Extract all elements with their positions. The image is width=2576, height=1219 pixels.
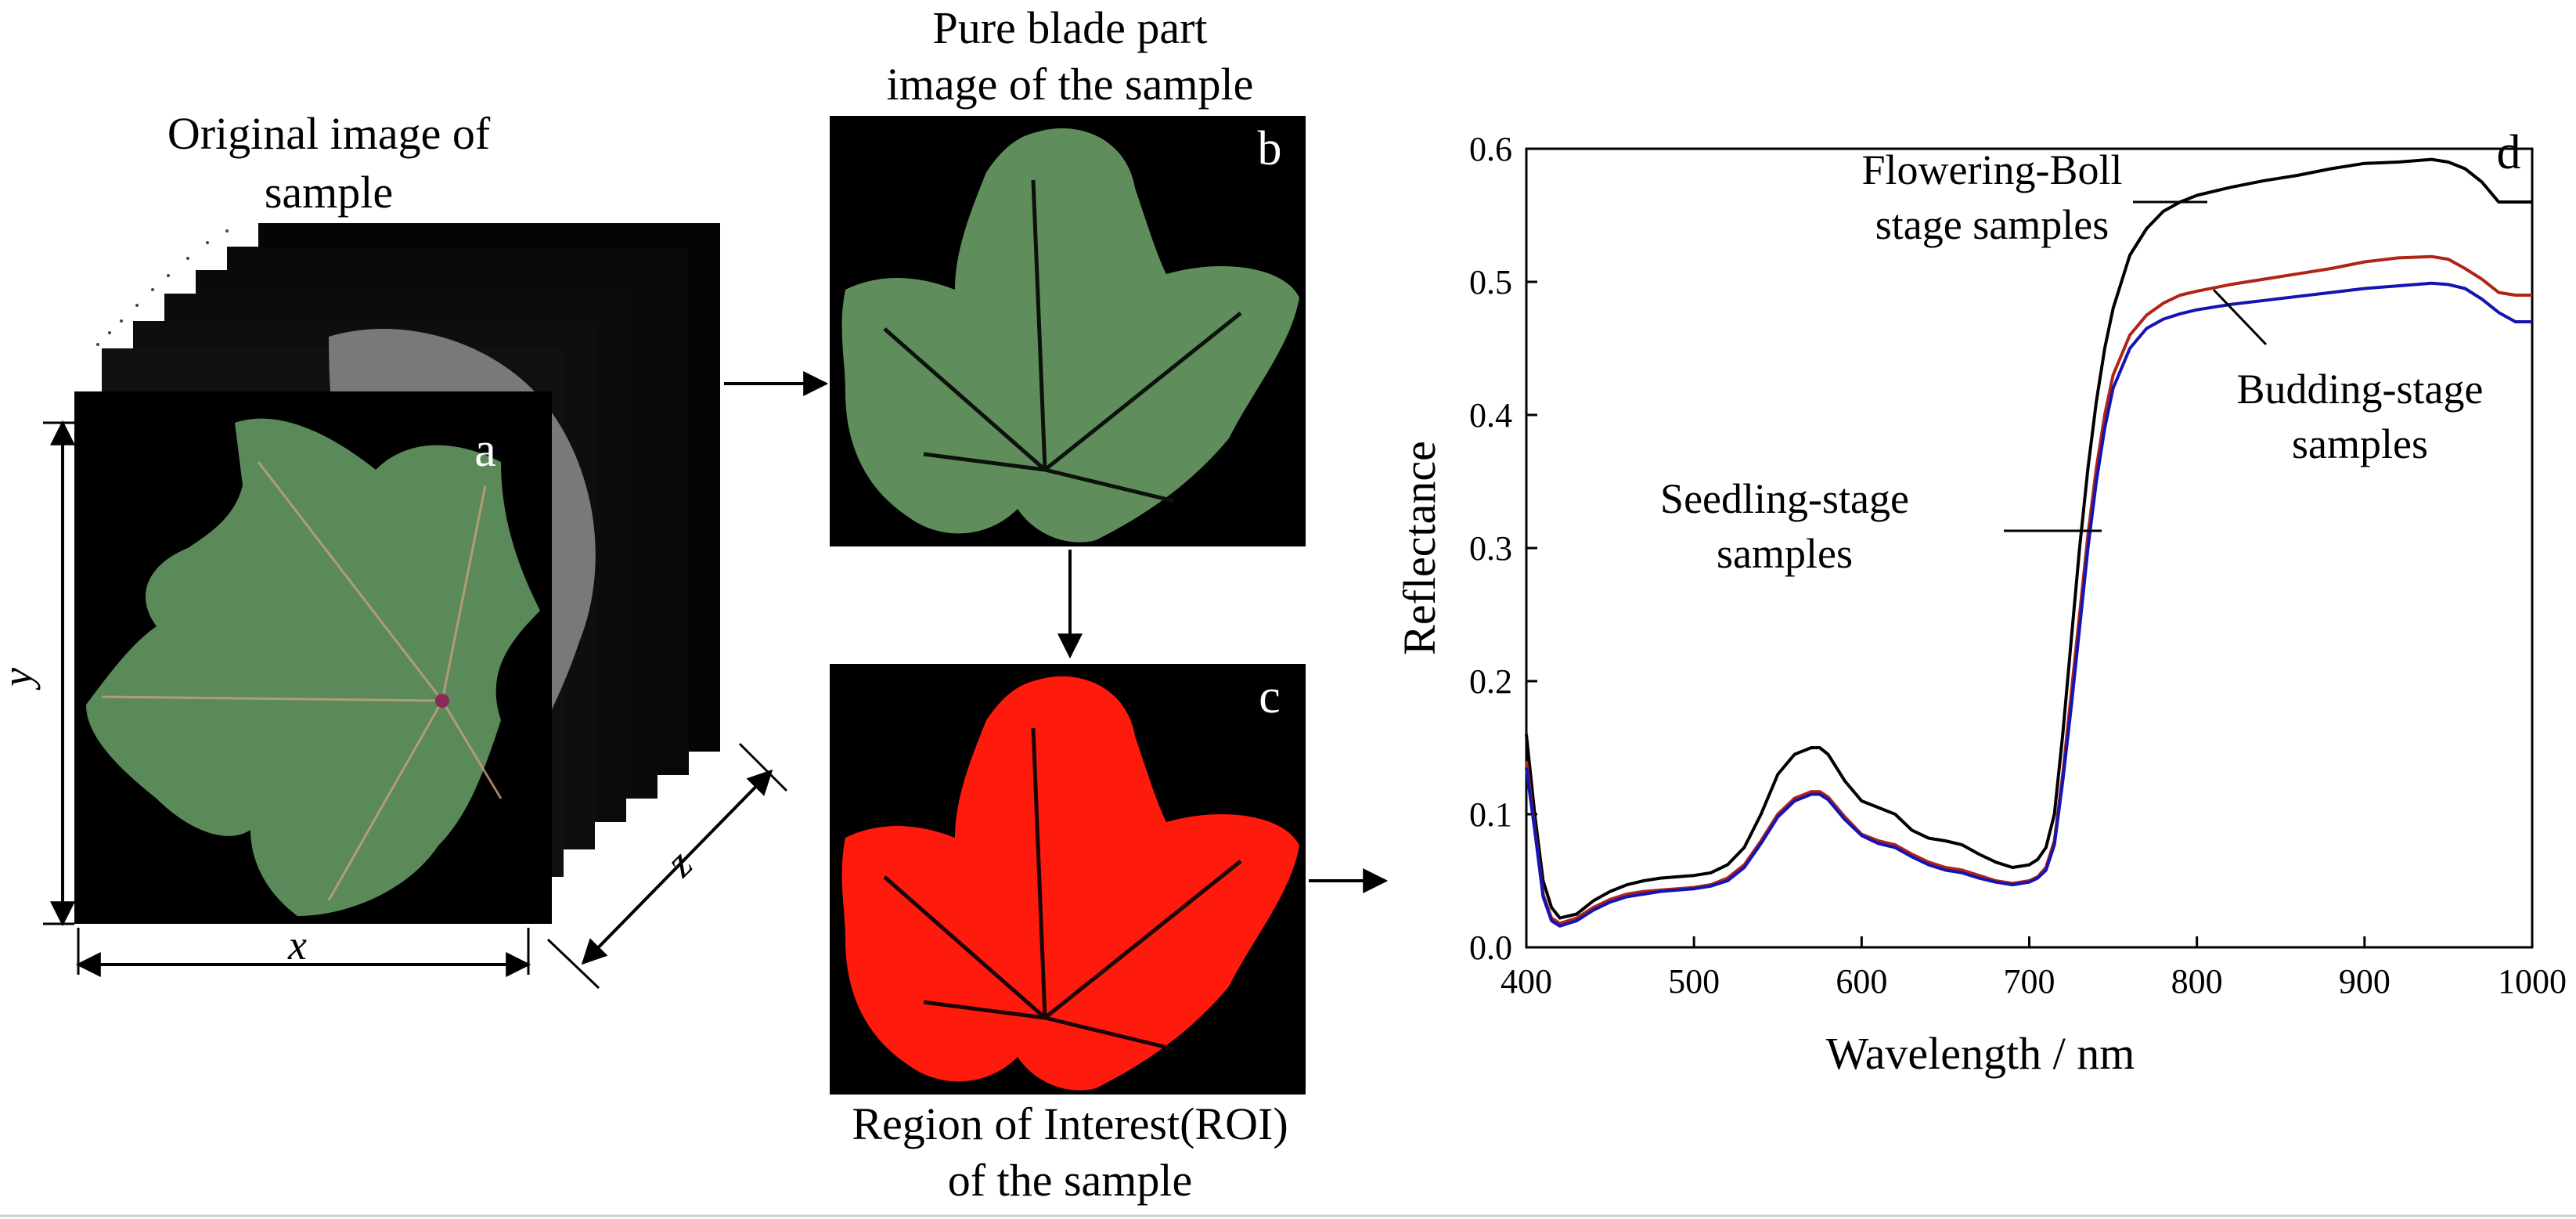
x-ticks: 400 500 600 700 800 900 1000 bbox=[1501, 936, 2567, 1001]
panel-b-caption-line1: Pure blade part bbox=[932, 2, 1207, 53]
seedling-label-line2: samples bbox=[1717, 530, 1853, 577]
panel-d-letter: d bbox=[2497, 126, 2521, 179]
series-line-flowering bbox=[1525, 157, 2532, 920]
leaf-roi bbox=[841, 676, 1299, 1091]
z-dimension-arrow bbox=[581, 769, 773, 965]
series-line-budding bbox=[1525, 254, 2532, 925]
x-tick-label: 600 bbox=[1836, 962, 1887, 1001]
series-lines bbox=[1525, 157, 2532, 928]
x-axis-title: Wavelength / nm bbox=[1826, 1028, 2135, 1079]
y-tick-label: 0.2 bbox=[1469, 662, 1512, 701]
leaf-original bbox=[86, 418, 540, 916]
budding-label-line2: samples bbox=[2292, 420, 2428, 467]
leaf-pure-blade bbox=[841, 128, 1299, 543]
panel-c: c Region of Interest(ROI) of the sample bbox=[830, 664, 1306, 1206]
panel-a: Original image of sample bbox=[0, 108, 788, 990]
y-tick-label: 0.0 bbox=[1469, 929, 1512, 967]
panel-b-letter: b bbox=[1258, 122, 1282, 175]
plot-frame bbox=[1525, 147, 2534, 949]
y-axis-title: Reflectance bbox=[1394, 441, 1445, 655]
panel-a-caption-line2: sample bbox=[265, 167, 393, 218]
y-tick-label: 0.4 bbox=[1469, 396, 1512, 435]
panel-b: Pure blade part image of the sample b bbox=[830, 2, 1306, 546]
y-tick-label: 0.1 bbox=[1469, 795, 1512, 834]
x-tick-label: 1000 bbox=[2498, 962, 2567, 1001]
panel-d-chart: 0.0 0.1 0.2 0.3 0.4 0.5 0.6 400 500 600 700 800 900… bbox=[1394, 126, 2567, 1079]
y-axis-label: y bbox=[0, 668, 41, 691]
panel-a-letter: a bbox=[474, 424, 496, 477]
leaf-original-veins bbox=[101, 461, 503, 901]
flowering-label-line1: Flowering-Boll bbox=[1862, 146, 2123, 193]
x-tick-label: 400 bbox=[1501, 962, 1552, 1001]
x-tick-label: 800 bbox=[2171, 962, 2223, 1001]
y-tick-label: 0.6 bbox=[1469, 130, 1512, 168]
y-ticks: 0.0 0.1 0.2 0.3 0.4 0.5 0.6 bbox=[1469, 130, 1537, 967]
budding-label-line1: Budding-stage bbox=[2237, 366, 2484, 413]
x-tick-label: 900 bbox=[2339, 962, 2390, 1001]
x-axis-label: x bbox=[287, 921, 307, 968]
panel-c-caption-line2: of the sample bbox=[948, 1155, 1192, 1206]
cube-edge-dots bbox=[96, 229, 229, 346]
y-tick-label: 0.3 bbox=[1469, 529, 1512, 568]
panel-b-caption-line2: image of the sample bbox=[887, 59, 1254, 110]
leaf-petiole bbox=[435, 694, 449, 708]
y-tick-label: 0.5 bbox=[1469, 263, 1512, 301]
panel-c-caption-line1: Region of Interest(ROI) bbox=[852, 1098, 1288, 1149]
panel-a-caption-line1: Original image of bbox=[168, 108, 491, 159]
seedling-label-line1: Seedling-stage bbox=[1660, 475, 1909, 522]
leaf-roi-veins bbox=[883, 727, 1242, 1051]
x-tick-label: 500 bbox=[1668, 962, 1720, 1001]
budding-leader bbox=[2212, 288, 2268, 346]
x-tick-label: 700 bbox=[2004, 962, 2055, 1001]
leaf-pure-blade-veins bbox=[883, 179, 1242, 503]
panel-c-letter: c bbox=[1259, 670, 1281, 723]
series-line-seedling bbox=[1525, 281, 2532, 928]
flowering-label-line2: stage samples bbox=[1875, 201, 2109, 248]
